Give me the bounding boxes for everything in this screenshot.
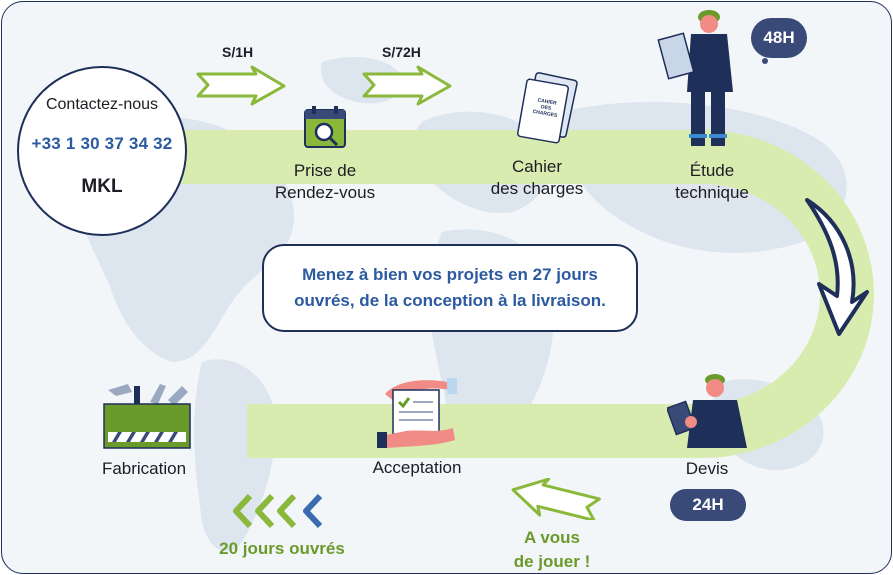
center-message: Menez à bien vos projets en 27 jours ouv…: [262, 244, 638, 332]
toolbox-icon: [103, 384, 191, 449]
step-acceptation: Acceptation: [372, 458, 462, 477]
handshake-contract-icon: [377, 378, 457, 448]
arrow-right-icon: [196, 65, 286, 106]
timing-second: S/72H: [382, 44, 421, 60]
fabrication-duration: 20 jours ouvrés: [219, 539, 345, 558]
call-to-action: A vous de jouer !: [513, 528, 591, 571]
badge-48h: 48H: [751, 18, 807, 58]
contact-card: Contactez-nous +33 1 30 37 34 32 MKL: [17, 66, 187, 236]
arrow-right-icon: [362, 65, 452, 106]
chevrons-left-icon: [233, 493, 323, 529]
step-cahier-charges: Cahier des charges: [490, 157, 584, 198]
contact-title: Contactez-nous: [45, 96, 159, 113]
bubble-dot: [762, 58, 768, 64]
contact-phone[interactable]: +33 1 30 37 34 32: [31, 134, 173, 153]
engineer-tablet-icon: [667, 374, 747, 448]
engineer-icon: [657, 10, 733, 146]
timing-first: S/1H: [222, 44, 254, 60]
step-etude-technique: Étude technique: [675, 161, 749, 202]
step-prise-rdv: Prise de Rendez-vous: [274, 161, 376, 202]
document-icon: [517, 72, 578, 144]
curved-down-arrow: [805, 198, 869, 336]
step-fabrication: Fabrication: [101, 459, 187, 478]
calendar-search-icon: [304, 106, 346, 148]
badge-24h: 24H: [670, 489, 746, 521]
contact-company: MKL: [81, 176, 123, 197]
arrow-left-icon: [511, 478, 601, 520]
step-devis: Devis: [685, 459, 729, 478]
